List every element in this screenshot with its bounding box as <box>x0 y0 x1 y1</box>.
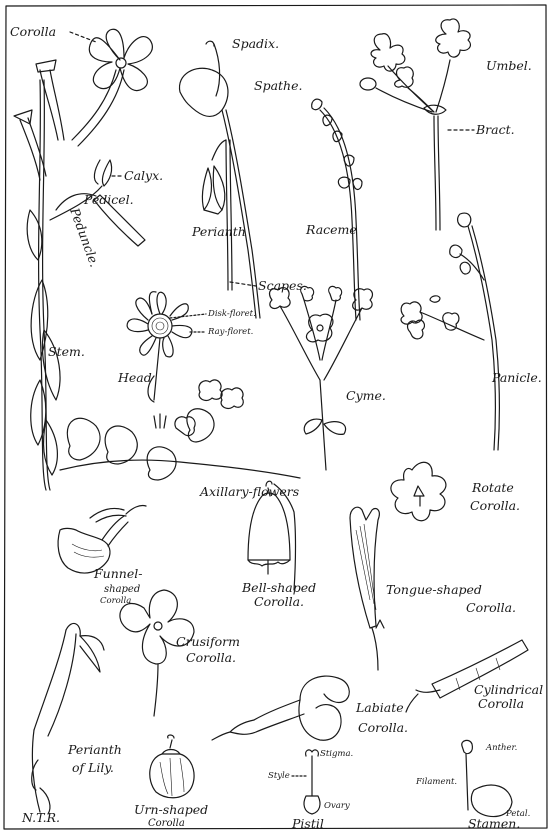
label-head: Head <box>117 370 152 385</box>
label-bract: Bract. <box>475 122 515 137</box>
label-bell-2: Corolla. <box>254 594 304 609</box>
head-composite-illustration <box>127 292 192 402</box>
label-ray-floret: Ray-floret. <box>207 327 253 337</box>
rotate-corolla-illustration <box>391 462 446 520</box>
label-disk-floret: Disk-floret. <box>207 309 256 319</box>
label-corolla: Corolla <box>10 24 56 39</box>
label-perianth: Perianth <box>191 224 246 239</box>
label-pistil: Pistil <box>291 816 324 831</box>
label-scapes: Scapes. <box>258 278 307 293</box>
perianth-illustration <box>202 140 232 290</box>
label-rotate-2: Corolla. <box>470 498 520 513</box>
label-umbel: Umbel. <box>486 58 532 73</box>
pistil-illustration <box>304 750 320 814</box>
label-stem: Stem. <box>48 344 85 359</box>
label-cruciform-2: Corolla. <box>186 650 236 665</box>
funnel-corolla-illustration <box>58 505 146 573</box>
label-cylindrical-1: Cylindrical <box>474 682 543 697</box>
panicle-illustration <box>401 213 499 450</box>
label-bell-1: Bell-shaped <box>241 580 316 595</box>
label-labiate-1: Labiate <box>355 700 404 715</box>
label-rotate-1: Rotate <box>471 480 514 495</box>
label-calyx: Calyx. <box>124 168 163 183</box>
label-funnel-2: shaped <box>104 584 140 595</box>
plate-border <box>4 5 547 829</box>
cruciform-corolla-illustration <box>120 590 194 716</box>
label-panicle: Panicle. <box>491 370 542 385</box>
tongue-corolla-illustration <box>350 507 384 670</box>
label-tongue-2: Corolla. <box>466 600 516 615</box>
label-peduncle: Peduncle. <box>67 205 103 269</box>
label-urn-2: Corolla <box>148 818 185 829</box>
signature: N.T.R. <box>21 810 60 825</box>
label-stamen: Stamen. <box>468 816 520 831</box>
axillary-flowers-illustration <box>60 380 300 480</box>
label-spadix: Spadix. <box>232 36 279 51</box>
spadix-spathe-illustration <box>179 41 260 318</box>
raceme-illustration <box>312 99 362 320</box>
label-funnel-1: Funnel- <box>93 566 142 581</box>
label-urn-1: Urn-shaped <box>134 802 208 817</box>
label-perianth-lily-1: Perianth <box>67 742 122 757</box>
label-raceme: Raceme <box>305 222 357 237</box>
label-labiate-2: Corolla. <box>358 720 408 735</box>
label-cruciform-1: Crusiform <box>176 634 240 649</box>
label-anther: Anther. <box>485 743 517 753</box>
label-perianth-lily-2: of Lily. <box>72 760 114 775</box>
labiate-corolla-illustration <box>212 676 349 740</box>
label-style: Style <box>268 771 290 781</box>
umbel-illustration <box>360 19 470 230</box>
urn-corolla-illustration <box>150 735 194 798</box>
label-cylindrical-2: Corolla <box>478 696 524 711</box>
flowering-stem-illustration <box>14 29 152 490</box>
label-spathe: Spathe. <box>254 78 302 93</box>
label-stigma: Stigma. <box>320 749 353 759</box>
label-axillary-flowers: Axillary-flowers <box>199 484 299 499</box>
label-filament: Filament. <box>415 777 457 787</box>
label-pedicel: Pedicel. <box>83 192 134 207</box>
label-cyme: Cyme. <box>346 388 386 403</box>
label-tongue-1: Tongue-shaped <box>386 582 482 597</box>
label-ovary: Ovary <box>324 801 350 811</box>
cyme-illustration <box>270 286 373 470</box>
perianth-lily-illustration <box>32 623 104 814</box>
